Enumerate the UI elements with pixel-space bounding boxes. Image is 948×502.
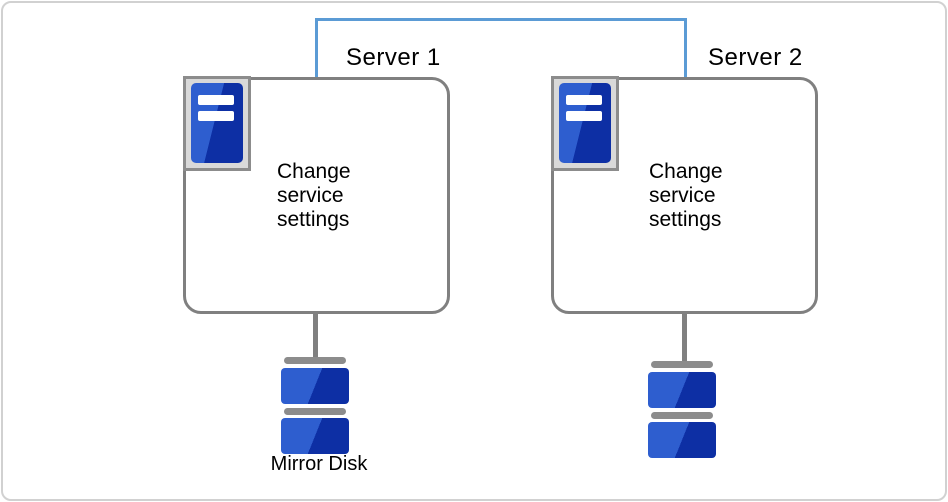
server1-label: Server 1 [346, 44, 441, 71]
disk-cap [284, 357, 346, 364]
disk-cap [651, 361, 713, 368]
server2-change-service-settings-text: Change service settings [649, 160, 723, 231]
server-drive-slot-bar [198, 95, 234, 105]
server-drive-slot-bar [566, 95, 602, 105]
mirror-disk-stack-icon [281, 357, 349, 454]
server2-label: Server 2 [708, 44, 803, 71]
disk-platter [281, 368, 349, 404]
interconnect-line-top [315, 18, 687, 21]
server-drive-slot-bar [566, 111, 602, 121]
server-tower-body [559, 83, 611, 163]
server-tower-icon [551, 76, 619, 171]
disk-platter [648, 422, 716, 458]
interconnect-line-left [315, 18, 318, 80]
disk-platter [281, 418, 349, 454]
interconnect-line-right [684, 18, 687, 80]
mirror-disk-label: Mirror Disk [270, 453, 368, 475]
server-drive-slot-bar [198, 111, 234, 121]
disk-cap [651, 412, 713, 419]
server-tower-body [191, 83, 243, 163]
disk-connector-line-left [313, 310, 318, 357]
disk-connector-line-right [682, 310, 687, 361]
server1-box [183, 77, 450, 314]
mirror-disk-stack-icon [648, 361, 716, 458]
disk-platter [648, 372, 716, 408]
server-tower-icon [183, 76, 251, 171]
disk-cap [284, 408, 346, 415]
server1-change-service-settings-text: Change service settings [277, 160, 351, 231]
